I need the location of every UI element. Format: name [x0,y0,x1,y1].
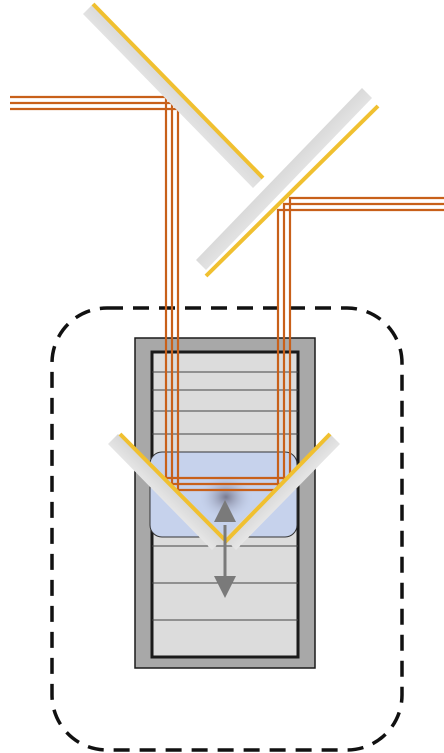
laser-beam-path [10,95,444,492]
middle-mirror [196,88,380,278]
incoming-beam [10,95,222,492]
top-mirror [83,2,265,188]
enclosure-box [50,306,404,752]
returning-beam [222,196,444,492]
motion-arrow-icon [214,500,236,598]
stage-graduation-lines [152,371,298,621]
